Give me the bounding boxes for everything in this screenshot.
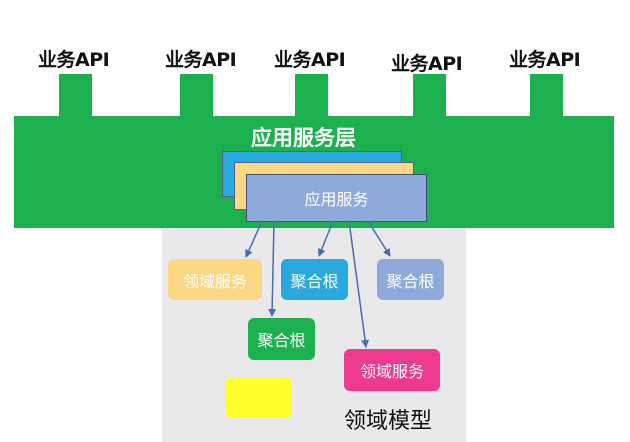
business-api-label: 业务API bbox=[38, 49, 110, 71]
domain-service-box: 领域服务 bbox=[344, 349, 440, 391]
api-connector bbox=[413, 74, 446, 118]
domain-service-label: 领域服务 bbox=[182, 271, 247, 291]
api-connector bbox=[295, 74, 328, 118]
domain-model-title: 领域模型 bbox=[344, 409, 433, 434]
arrow-to-domain-service-magenta bbox=[348, 220, 370, 348]
business-api-label: 业务API bbox=[391, 53, 463, 75]
aggregate-root-box: 聚合根 bbox=[248, 318, 315, 360]
api-connector bbox=[180, 74, 213, 118]
application-layer-title: 应用服务层 bbox=[251, 126, 356, 150]
business-api-label: 业务API bbox=[509, 49, 581, 71]
arrow-to-domain-service bbox=[245, 220, 263, 258]
api-connector bbox=[530, 74, 563, 118]
app-service-label: 应用服务 bbox=[304, 190, 369, 209]
api-connector bbox=[59, 74, 92, 118]
arrow-to-aggregate-root-blue bbox=[317, 220, 334, 257]
aggregate-root-box: 聚合根 bbox=[281, 259, 348, 300]
app-service-card: 应用服务 bbox=[246, 174, 427, 222]
aggregate-root-label: 聚合根 bbox=[386, 271, 435, 291]
business-api-label: 业务API bbox=[165, 49, 237, 71]
unlabeled-box bbox=[226, 377, 292, 418]
aggregate-root-label: 聚合根 bbox=[290, 271, 339, 291]
aggregate-root-box: 聚合根 bbox=[377, 259, 444, 300]
domain-service-label: 领域服务 bbox=[359, 362, 424, 381]
arrow-to-aggregate-root-green bbox=[268, 220, 277, 317]
business-api-label: 业务API bbox=[274, 49, 346, 71]
arrow-to-aggregate-root-periwinkle bbox=[367, 220, 391, 257]
domain-service-box: 领域服务 bbox=[168, 259, 262, 300]
aggregate-root-label: 聚合根 bbox=[257, 331, 306, 350]
